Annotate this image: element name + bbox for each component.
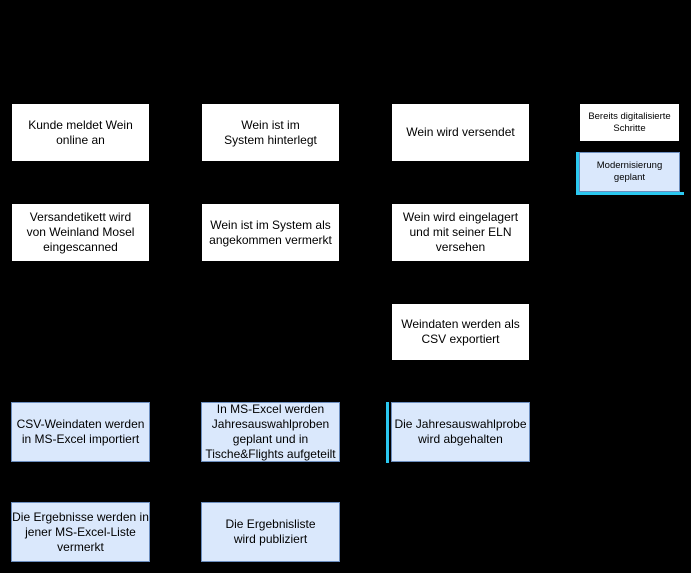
step-weindaten-csv-export: Weindaten werden als CSV exportiert (391, 303, 530, 361)
selection-highlight-left-line (576, 152, 579, 195)
step-jahresauswahlprobe-abgehalten: Die Jahresauswahlprobe wird abgehalten (391, 402, 530, 462)
step-label: Die Jahresauswahlprobe wird abgehalten (394, 417, 527, 446)
step-label: Versandetikett wird von Weinland Mosel e… (26, 210, 135, 254)
step-jahresauswahlproben-planung: In MS-Excel werden Jahresauswahlproben g… (201, 402, 340, 462)
step-label: Die Ergebnisse werden in jener MS-Excel-… (12, 509, 149, 554)
step-label: Wein ist im System hinterlegt (224, 117, 317, 147)
step-kunde-meldet-wein: Kunde meldet Wein online an (11, 103, 150, 162)
step-label: Wein ist im System als angekommen vermer… (209, 217, 332, 247)
step-ergebnisliste-publiziert: Die Ergebnisliste wird publiziert (201, 502, 340, 562)
step-label: Weindaten werden als CSV exportiert (401, 317, 520, 346)
legend-label: Modernisierung geplant (596, 160, 663, 183)
step-ergebnisse-vermerkt: Die Ergebnisse werden in jener MS-Excel-… (11, 502, 150, 562)
step-label: Kunde meldet Wein online an (28, 117, 133, 147)
step-wein-versendet: Wein wird versendet (391, 103, 530, 162)
step-label: In MS-Excel werden Jahresauswahlproben g… (205, 402, 336, 461)
legend-label: Bereits digitalisierte Schritte (588, 110, 671, 134)
step-wein-angekommen-vermerkt: Wein ist im System als angekommen vermer… (201, 203, 340, 262)
step-versandetikett-eingescannt: Versandetikett wird von Weinland Mosel e… (11, 203, 150, 262)
step-wein-im-system-hinterlegt: Wein ist im System hinterlegt (201, 103, 340, 162)
selection-highlight-left-line (386, 402, 389, 463)
step-label: CSV-Weindaten werden in MS-Excel importi… (16, 417, 145, 446)
legend-modernization-planned: Modernisierung geplant (579, 152, 680, 192)
step-label: Die Ergebnisliste wird publiziert (225, 517, 316, 546)
step-wein-eingelagert-eln: Wein wird eingelagert und mit seiner ELN… (391, 203, 530, 262)
selection-highlight-bottom-line (576, 192, 684, 195)
legend-digitized-steps: Bereits digitalisierte Schritte (579, 103, 680, 142)
step-csv-import-ms-excel: CSV-Weindaten werden in MS-Excel importi… (11, 402, 150, 462)
step-label: Wein wird eingelagert und mit seiner ELN… (402, 210, 519, 254)
step-label: Wein wird versendet (406, 125, 515, 139)
